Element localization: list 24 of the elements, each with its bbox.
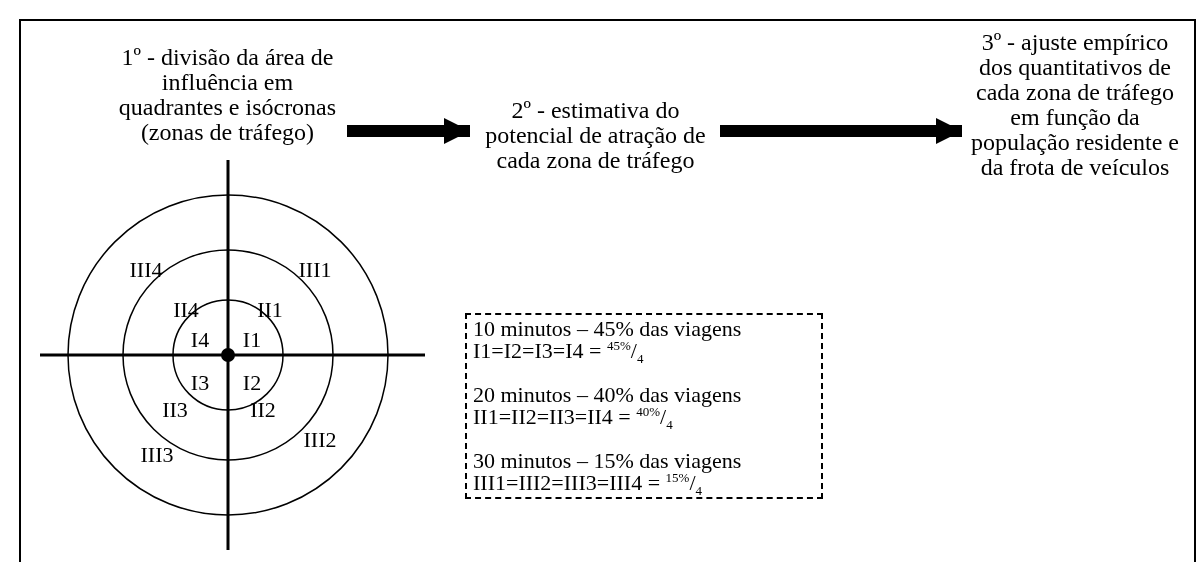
zone-label: I4 [190, 330, 210, 350]
zone-label: II4 [173, 300, 199, 320]
formula-text: I1=I2=I3=I4 = $^{45%}$/$_{4}$ [473, 340, 645, 362]
zone-label: II1 [257, 300, 283, 320]
time-share-text: 10 minutos – 45% das viagens [473, 318, 743, 340]
zone-label: II2 [250, 400, 276, 420]
zone-label: III4 [129, 260, 163, 280]
step-text: 1º - divisão da área de influência em quadrantes e isócronas (zonas de tráfego) [117, 45, 338, 145]
dashed-note-box [465, 313, 823, 499]
step-text: 3º - ajuste empírico dos quantitativos de cada zona de tráfego em função da população residente e da frota de veículos [970, 30, 1180, 180]
time-share-text: 20 minutos – 40% das viagens [473, 384, 743, 406]
zone-label: II3 [162, 400, 188, 420]
zone-label: III2 [303, 430, 337, 450]
arrow [720, 118, 962, 144]
arrow [347, 118, 470, 144]
zone-label: III3 [140, 445, 174, 465]
time-share-text: 30 minutos – 15% das viagens [473, 450, 743, 472]
zone-label: III1 [298, 260, 332, 280]
zone-label: I1 [242, 330, 262, 350]
formula-text: II1=II2=II3=II4 = $^{40%}$/$_{4}$ [473, 406, 674, 428]
zone-label: I2 [242, 373, 262, 393]
step-text: 2º - estimativa do potencial de atração de cada zona de tráfego [484, 98, 707, 173]
zone-label: I3 [190, 373, 210, 393]
formula-text: III1=III2=III3=III4 = $^{15%}$/$_{4}$ [473, 472, 702, 494]
